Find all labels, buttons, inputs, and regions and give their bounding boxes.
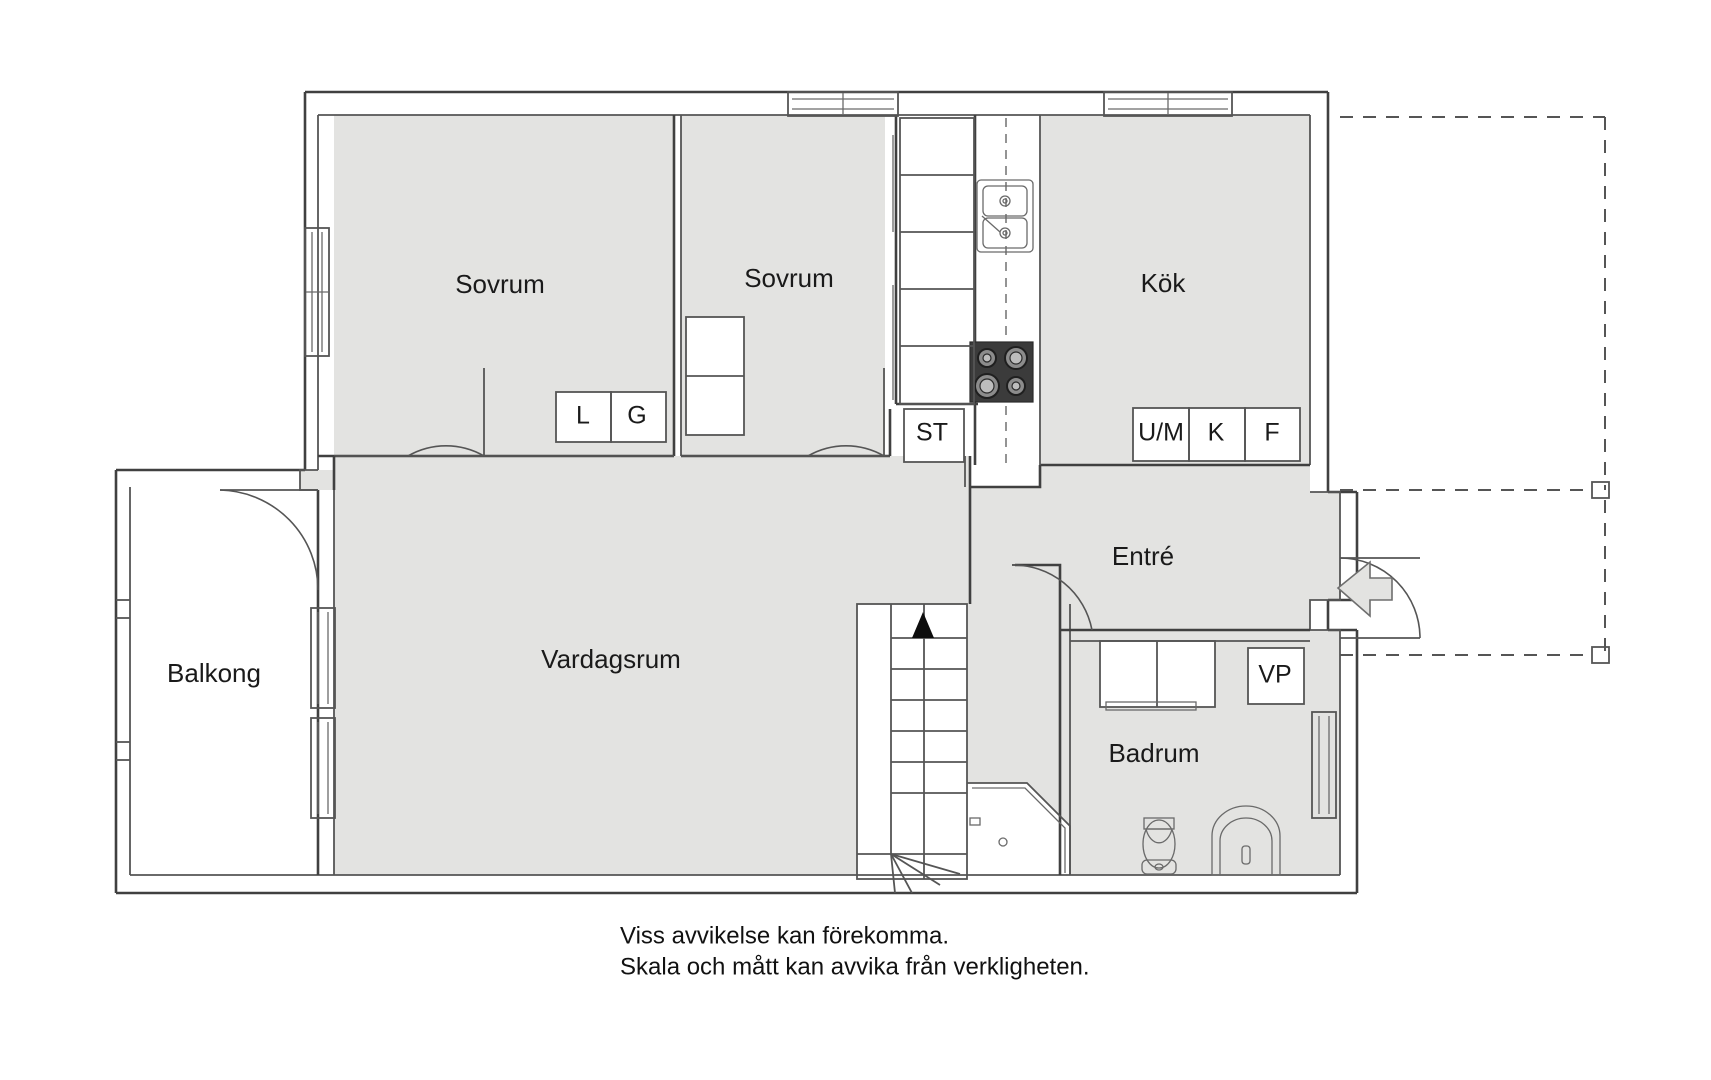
tag-label-closet-l: L xyxy=(576,402,590,430)
tag-label-appliance-k: K xyxy=(1208,419,1225,447)
closet-g-box xyxy=(610,391,667,443)
exterior-walls xyxy=(114,90,1359,895)
tag-labels: L G ST U/M K F VP xyxy=(576,402,1292,689)
window-bedroom2-top xyxy=(787,91,899,117)
room-label-entre: Entré xyxy=(1112,541,1174,571)
windows xyxy=(116,91,1337,819)
bedroom-closets xyxy=(555,316,745,443)
kitchen-fixtures xyxy=(892,117,1301,465)
tag-label-closet-g: G xyxy=(627,402,646,430)
window-living-west-lower xyxy=(310,717,336,819)
balcony-railing-marks xyxy=(116,599,130,761)
window-living-west-upper xyxy=(310,607,336,709)
entry-direction-arrow-icon xyxy=(1336,560,1393,618)
room-label-kok: Kök xyxy=(1141,268,1187,298)
window-bedroom1-left xyxy=(304,227,330,357)
interior-walls xyxy=(318,115,1310,875)
tall-cabinet-column xyxy=(892,117,975,405)
tag-label-appliance-um: U/M xyxy=(1138,419,1184,447)
corner-shower-icon xyxy=(967,782,1071,875)
tag-label-appliance-f: F xyxy=(1264,419,1279,447)
storage-st-box xyxy=(903,408,965,463)
tag-label-storage-st: ST xyxy=(916,419,948,447)
double-basin-sink-icon xyxy=(976,179,1034,253)
tag-label-laundry-vp: VP xyxy=(1258,661,1291,689)
room-labels: Sovrum Sovrum Kök Vardagsrum Balkong Ent… xyxy=(167,263,1200,768)
caption-line-2: Skala och mått kan avvika från verklighe… xyxy=(620,953,1090,980)
room-label-balkong: Balkong xyxy=(167,658,261,688)
bathroom-fixtures xyxy=(967,640,1305,876)
bedroom2-wardrobe xyxy=(685,316,745,436)
room-label-sovrum-1: Sovrum xyxy=(455,269,545,299)
stairs-up-arrow-icon xyxy=(912,612,934,638)
door-bedroom1 xyxy=(407,368,485,457)
four-burner-cooktop-icon xyxy=(969,341,1034,403)
door-bedroom2 xyxy=(807,368,885,457)
window-kitchen-top xyxy=(1103,91,1233,117)
door-entrance xyxy=(1339,557,1421,639)
plan-caption: Viss avvikelse kan förekomma. Skala och … xyxy=(620,922,1090,980)
room-label-sovrum-2: Sovrum xyxy=(744,263,834,293)
door-balcony xyxy=(219,489,319,591)
vanity-cabinet-icon xyxy=(1099,640,1216,711)
staircase xyxy=(856,603,968,894)
room-label-badrum: Badrum xyxy=(1108,738,1199,768)
exterior-dashed-outline xyxy=(1340,116,1610,664)
room-label-vardagsrum: Vardagsrum xyxy=(541,644,681,674)
interior-floor-fill xyxy=(300,115,1340,875)
toilet-icon xyxy=(1141,817,1177,875)
caption-line-1: Viss avvikelse kan förekomma. xyxy=(620,922,949,949)
window-bathroom-east xyxy=(1311,711,1337,819)
door-swings xyxy=(219,368,1421,639)
vp-box xyxy=(1247,647,1305,705)
appliance-row xyxy=(1132,407,1301,462)
door-bathroom xyxy=(1011,564,1093,631)
wash-basin-icon xyxy=(1211,805,1281,876)
